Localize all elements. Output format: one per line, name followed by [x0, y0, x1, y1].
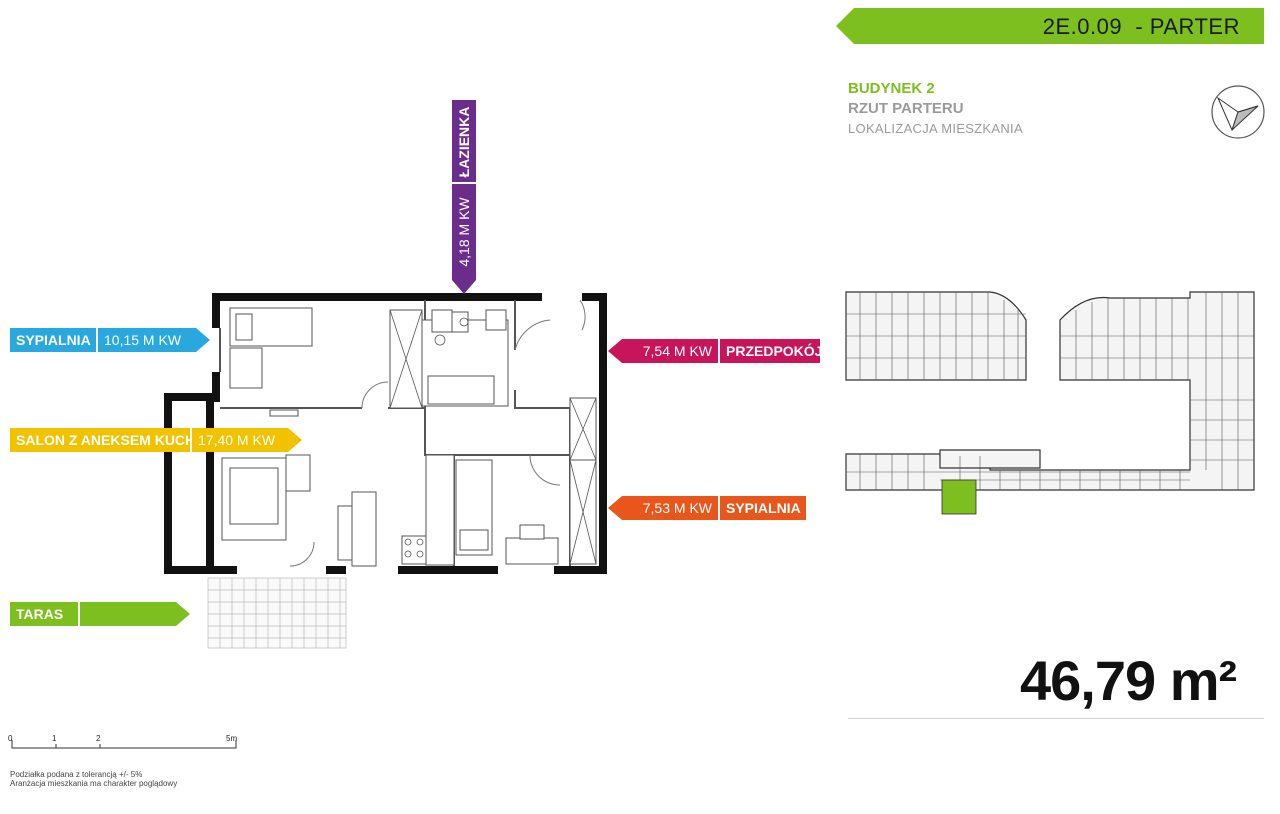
room-label-lazienka: ŁAZIENKA 4,18 M KW: [452, 100, 476, 294]
room-label-sypialnia-1: SYPIALNIA 10,15 M KW: [10, 328, 210, 352]
scale-tick-1: 1: [52, 734, 57, 743]
door-swings: [289, 299, 586, 567]
furniture-details: [389, 309, 597, 565]
room-label-przedpokoj: 7,54 M KW PRZEDPOKÓJ: [608, 339, 822, 363]
scale-tick-5m: 5m: [226, 734, 238, 743]
room-label-taras: TARAS: [10, 602, 190, 626]
scale-tick-2: 2: [96, 734, 101, 743]
room-label-sypialnia-2: 7,53 M KW SYPIALNIA: [608, 496, 806, 520]
building-label: BUDYNEK 2: [848, 80, 935, 97]
scale-bar: [11, 740, 237, 749]
plan-title: RZUT PARTERU: [848, 100, 964, 117]
note-arrangement: Aranżacja mieszkania ma charakter pogląd…: [10, 779, 178, 788]
building-location-plan: [845, 291, 1255, 515]
area-divider: [848, 718, 1264, 719]
unit-title: 2E.0.09 - PARTER: [1042, 14, 1240, 39]
highlighted-unit: [941, 479, 977, 515]
scale-tick-0: 0: [8, 734, 13, 743]
room-label-salon: SALON Z ANEKSEM KUCH. 17,40 M KW: [10, 428, 302, 452]
unit-banner: 2E.0.09 - PARTER: [836, 8, 1264, 44]
terrace-tiles: [207, 577, 347, 649]
location-caption: LOKALIZACJA MIESZKANIA: [848, 121, 1023, 136]
unit-floor-plan: [164, 293, 607, 649]
total-area: 46,79 m²: [1020, 649, 1237, 712]
compass-icon: [1211, 85, 1265, 139]
unit-partitions: [846, 292, 1254, 490]
walls: [164, 293, 607, 574]
note-tolerance: Podziałka podana z tolerancją +/- 5%: [10, 770, 143, 779]
